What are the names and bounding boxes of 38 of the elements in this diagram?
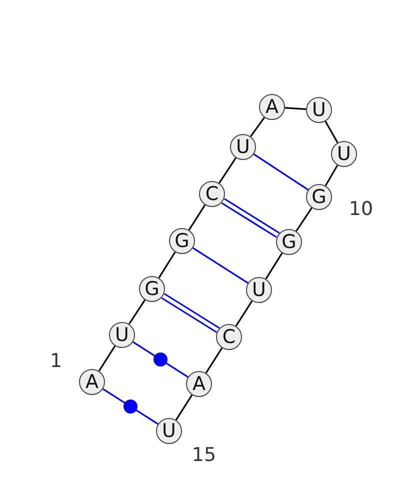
nucleotide-circle: U — [246, 277, 272, 303]
nucleotide-circle: G — [139, 276, 165, 302]
nucleotide-circle: U — [331, 141, 357, 167]
backbone-line — [265, 252, 283, 280]
nucleotide-circle: C — [216, 324, 242, 350]
nucleotide-circle: A — [79, 369, 105, 395]
backbone-line — [158, 252, 176, 278]
nucleotide-circle: U — [156, 418, 182, 444]
base-pair-line — [192, 247, 248, 284]
position-number: 10 — [348, 198, 374, 220]
position-number: 15 — [192, 444, 216, 466]
nucleotide-circle: C — [199, 181, 225, 207]
backbone-line — [205, 348, 223, 374]
backbone-line — [98, 346, 116, 372]
backbone-line — [284, 107, 306, 110]
nucleotide-circle: U — [109, 322, 135, 348]
backbone-line — [175, 394, 193, 420]
backbone-line — [188, 204, 206, 230]
backbone-line — [218, 157, 236, 184]
backbone-line — [250, 117, 266, 137]
nucleotide-circle: G — [306, 184, 332, 210]
nucleotide-circle: U — [306, 97, 332, 123]
backbone-line — [235, 300, 253, 326]
base-pair-line — [160, 292, 220, 334]
base-pair-line — [220, 198, 280, 238]
nucleotide-circle: A — [186, 371, 212, 397]
nucleotide-circle: U — [230, 134, 256, 160]
nucleotide-circle: G — [276, 229, 302, 255]
backbone-line — [324, 164, 338, 186]
backbone-line — [128, 299, 146, 325]
nucleotide-circle: G — [169, 228, 195, 254]
backbone-line — [296, 207, 312, 232]
base-pair-line — [253, 153, 309, 191]
base-pair-line — [102, 388, 158, 425]
nucleotide-circle: A — [259, 94, 285, 120]
base-pair-line — [132, 341, 188, 378]
position-number: 1 — [50, 350, 62, 372]
backbone-line — [324, 120, 338, 144]
